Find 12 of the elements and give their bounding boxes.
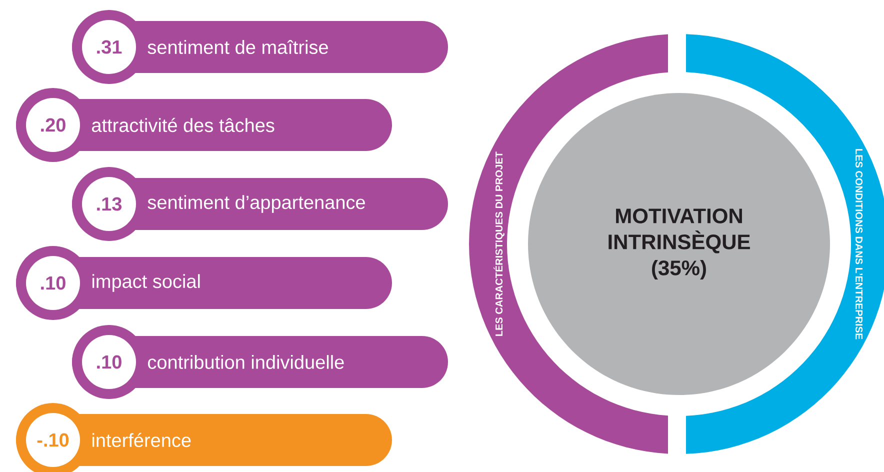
pill-label: sentiment d’appartenance <box>148 195 365 213</box>
pill-label: attractivité des tâches <box>92 118 274 132</box>
value-badge: .20 <box>26 98 80 152</box>
pill-label: contribution individuelle <box>148 355 344 369</box>
value-badge: .10 <box>82 335 136 389</box>
value-badge: .10 <box>26 256 80 310</box>
value-badge: .31 <box>82 20 136 74</box>
pill-label: sentiment de maîtrise <box>148 40 328 54</box>
value-badge: -.10 <box>26 413 80 467</box>
pill-label: interférence <box>92 432 191 448</box>
value-badge: .13 <box>82 177 136 231</box>
pill-label: impact social <box>92 274 200 292</box>
